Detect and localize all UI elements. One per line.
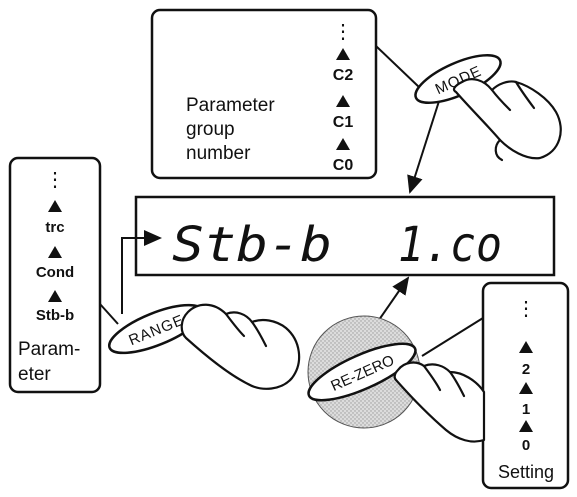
parameter-label-line-2: eter <box>18 364 51 385</box>
display-parameter-text: Stb-b <box>172 217 332 273</box>
pointing-hand-icon <box>180 303 301 390</box>
parameter-item-stb-b: Stb-b <box>36 307 74 324</box>
triangle-up-icon <box>519 382 533 394</box>
lcd-display-frame <box>134 195 556 277</box>
setting-item-0: 0 <box>522 437 530 454</box>
setting-box-to-rezero-line <box>421 317 484 357</box>
triangle-up-icon <box>519 341 533 353</box>
parameter-group-box: ⋮ C2 C1 C0 Parameter group number <box>150 8 378 180</box>
parameter-item-cond: Cond <box>36 264 74 281</box>
group-label-line-1: Parameter <box>186 95 275 116</box>
parameter-group-box-frame <box>150 8 378 180</box>
triangle-up-icon <box>48 246 62 258</box>
setting-ellipsis: ⋮ <box>516 298 536 320</box>
group-box-to-mode-line <box>375 45 421 89</box>
group-item-c1: C1 <box>333 114 354 131</box>
setting-item-1: 1 <box>522 401 530 418</box>
triangle-up-icon <box>48 200 62 212</box>
group-item-c2: C2 <box>333 67 354 84</box>
display-setting-text: 1.co <box>398 217 502 273</box>
pointing-hand-icon <box>393 361 486 443</box>
parameter-box-frame <box>8 156 102 394</box>
triangle-up-icon <box>336 95 350 107</box>
parameter-box: ⋮ trc Cond Stb-b Param- eter <box>8 156 102 394</box>
parameter-label-line-1: Param- <box>18 339 80 360</box>
group-label-line-3: number <box>186 143 251 164</box>
parameter-item-trc: trc <box>45 219 64 236</box>
setting-label: Setting <box>498 462 554 482</box>
triangle-up-icon <box>336 48 350 60</box>
group-ellipsis: ⋮ <box>333 21 353 43</box>
rezero-key-outline[interactable] <box>302 333 422 411</box>
pointing-hand-icon <box>452 78 562 162</box>
triangle-up-icon <box>336 138 350 150</box>
group-item-c0: C0 <box>333 157 354 174</box>
mode-to-display-arrow <box>407 97 441 194</box>
triangle-up-icon <box>48 290 62 302</box>
setting-box: ⋮ 2 1 0 Setting <box>481 281 570 490</box>
setting-item-2: 2 <box>522 361 530 378</box>
lcd-display: Stb-b 1.co <box>134 195 556 277</box>
group-label-line-2: group <box>186 119 235 140</box>
range-to-display-arrow <box>121 230 162 314</box>
parameter-ellipsis: ⋮ <box>45 169 65 191</box>
triangle-up-icon <box>519 420 533 432</box>
parameter-box-to-range-line <box>99 303 119 325</box>
